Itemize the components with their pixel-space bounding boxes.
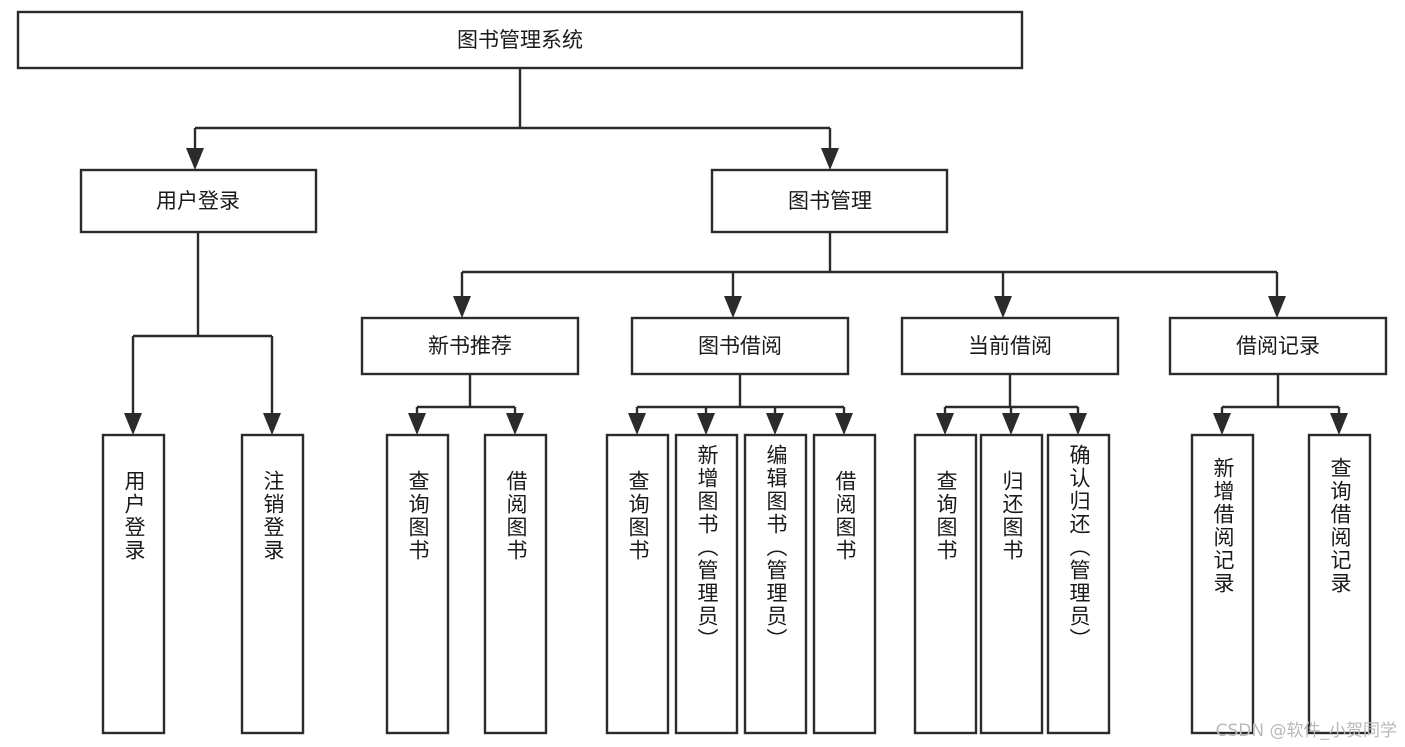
arrow-to-leaf-confirm-return [1069, 413, 1087, 435]
node-borrow-record[interactable]: 借阅记录 [1168, 316, 1388, 376]
leaf-return-book-label: 归还图书 [1000, 470, 1024, 562]
leaf-query-book-1-box[interactable] [385, 433, 450, 735]
node-user-login-label: 用户登录 [156, 189, 240, 213]
arrow-to-book-borrow [724, 296, 742, 318]
node-current-borrow[interactable]: 当前借阅 [900, 316, 1120, 376]
leaf-confirm-return-box[interactable] [1046, 433, 1111, 735]
leaf-confirm-return-label: 确认归还（管理员） [1067, 444, 1091, 651]
arrow-to-leaf-borrow-book-2 [835, 413, 853, 435]
node-root-box[interactable] [16, 10, 1024, 70]
node-book-borrow-box[interactable] [630, 316, 850, 376]
leaf-edit-book-box[interactable] [743, 433, 808, 735]
leaf-query-book-2[interactable]: 查询图书 [605, 433, 670, 735]
leaf-add-record[interactable]: 新增借阅记录 [1190, 433, 1255, 735]
leaf-edit-book[interactable]: 编辑图书（管理员） [743, 433, 808, 735]
arrow-to-new-book-recommend [453, 296, 471, 318]
node-book-manage-box[interactable] [710, 168, 949, 234]
leaf-edit-book-label: 编辑图书（管理员） [764, 444, 788, 651]
leaf-return-book-box[interactable] [979, 433, 1044, 735]
leaf-query-book-3-box[interactable] [913, 433, 978, 735]
node-book-manage-label: 图书管理 [788, 189, 872, 213]
leaf-add-book-box[interactable] [674, 433, 739, 735]
leaf-add-record-label: 新增借阅记录 [1211, 457, 1235, 595]
node-new-book-recommend-label: 新书推荐 [428, 334, 512, 358]
leaf-return-book[interactable]: 归还图书 [979, 433, 1044, 735]
arrow-to-leaf-query-book-3 [936, 413, 954, 435]
arrow-to-borrow-record [1268, 296, 1286, 318]
node-root-label: 图书管理系统 [457, 28, 583, 52]
leaf-user-login[interactable]: 用户登录 [101, 433, 166, 735]
arrow-to-leaf-query-book-1 [408, 413, 426, 435]
leaf-query-book-1[interactable]: 查询图书 [385, 433, 450, 735]
arrow-to-current-borrow [994, 296, 1012, 318]
arrow-to-leaf-user-logout [263, 413, 281, 435]
node-current-borrow-label: 当前借阅 [968, 334, 1052, 358]
arrow-to-leaf-query-book-2 [628, 413, 646, 435]
leaf-borrow-book-2-label: 借阅图书 [833, 470, 857, 562]
leaf-query-book-2-box[interactable] [605, 433, 670, 735]
node-user-login[interactable]: 用户登录 [79, 168, 318, 234]
leaf-add-book[interactable]: 新增图书（管理员） [674, 433, 739, 735]
node-borrow-record-box[interactable] [1168, 316, 1388, 376]
leaf-query-book-3-label: 查询图书 [934, 470, 958, 562]
arrow-to-leaf-query-record [1330, 413, 1348, 435]
arrow-to-leaf-add-book [697, 413, 715, 435]
leaf-query-book-2-label: 查询图书 [626, 470, 650, 562]
leaf-user-logout-label: 注销登录 [261, 470, 285, 562]
node-user-login-box[interactable] [79, 168, 318, 234]
leaf-borrow-book-2[interactable]: 借阅图书 [812, 433, 877, 735]
node-borrow-record-label: 借阅记录 [1236, 334, 1320, 358]
arrow-to-leaf-user-login [124, 413, 142, 435]
node-book-borrow[interactable]: 图书借阅 [630, 316, 850, 376]
leaf-add-book-label: 新增图书（管理员） [695, 444, 719, 651]
node-root[interactable]: 图书管理系统 [16, 10, 1024, 70]
leaf-query-book-1-label: 查询图书 [406, 470, 430, 562]
leaf-borrow-book-1-label: 借阅图书 [504, 470, 528, 562]
node-book-manage[interactable]: 图书管理 [710, 168, 949, 234]
leaf-user-login-box[interactable] [101, 433, 166, 735]
connector-layer [124, 68, 1348, 435]
leaf-user-logout-box[interactable] [240, 433, 305, 735]
arrow-to-leaf-return-book [1002, 413, 1020, 435]
leaf-borrow-book-1[interactable]: 借阅图书 [483, 433, 548, 735]
node-new-book-recommend[interactable]: 新书推荐 [360, 316, 580, 376]
leaf-query-record-label: 查询借阅记录 [1328, 457, 1352, 595]
leaf-query-book-3[interactable]: 查询图书 [913, 433, 978, 735]
node-current-borrow-box[interactable] [900, 316, 1120, 376]
leaf-borrow-book-1-box[interactable] [483, 433, 548, 735]
leaf-user-logout[interactable]: 注销登录 [240, 433, 305, 735]
arrow-to-user-login [186, 148, 204, 170]
arrow-to-leaf-add-record [1213, 413, 1231, 435]
csdn-watermark: CSDN @软件_小贺同学 [1216, 721, 1397, 741]
arrow-to-leaf-borrow-book-1 [506, 413, 524, 435]
leaf-add-record-box[interactable] [1190, 433, 1255, 735]
node-new-book-recommend-box[interactable] [360, 316, 580, 376]
node-book-borrow-label: 图书借阅 [698, 334, 782, 358]
leaf-borrow-book-2-box[interactable] [812, 433, 877, 735]
leaf-confirm-return[interactable]: 确认归还（管理员） [1046, 433, 1111, 735]
leaf-query-record[interactable]: 查询借阅记录 [1307, 433, 1372, 735]
leaf-query-record-box[interactable] [1307, 433, 1372, 735]
arrow-to-leaf-edit-book [766, 413, 784, 435]
leaf-user-login-label: 用户登录 [122, 470, 146, 562]
arrow-to-book-manage [821, 148, 839, 170]
